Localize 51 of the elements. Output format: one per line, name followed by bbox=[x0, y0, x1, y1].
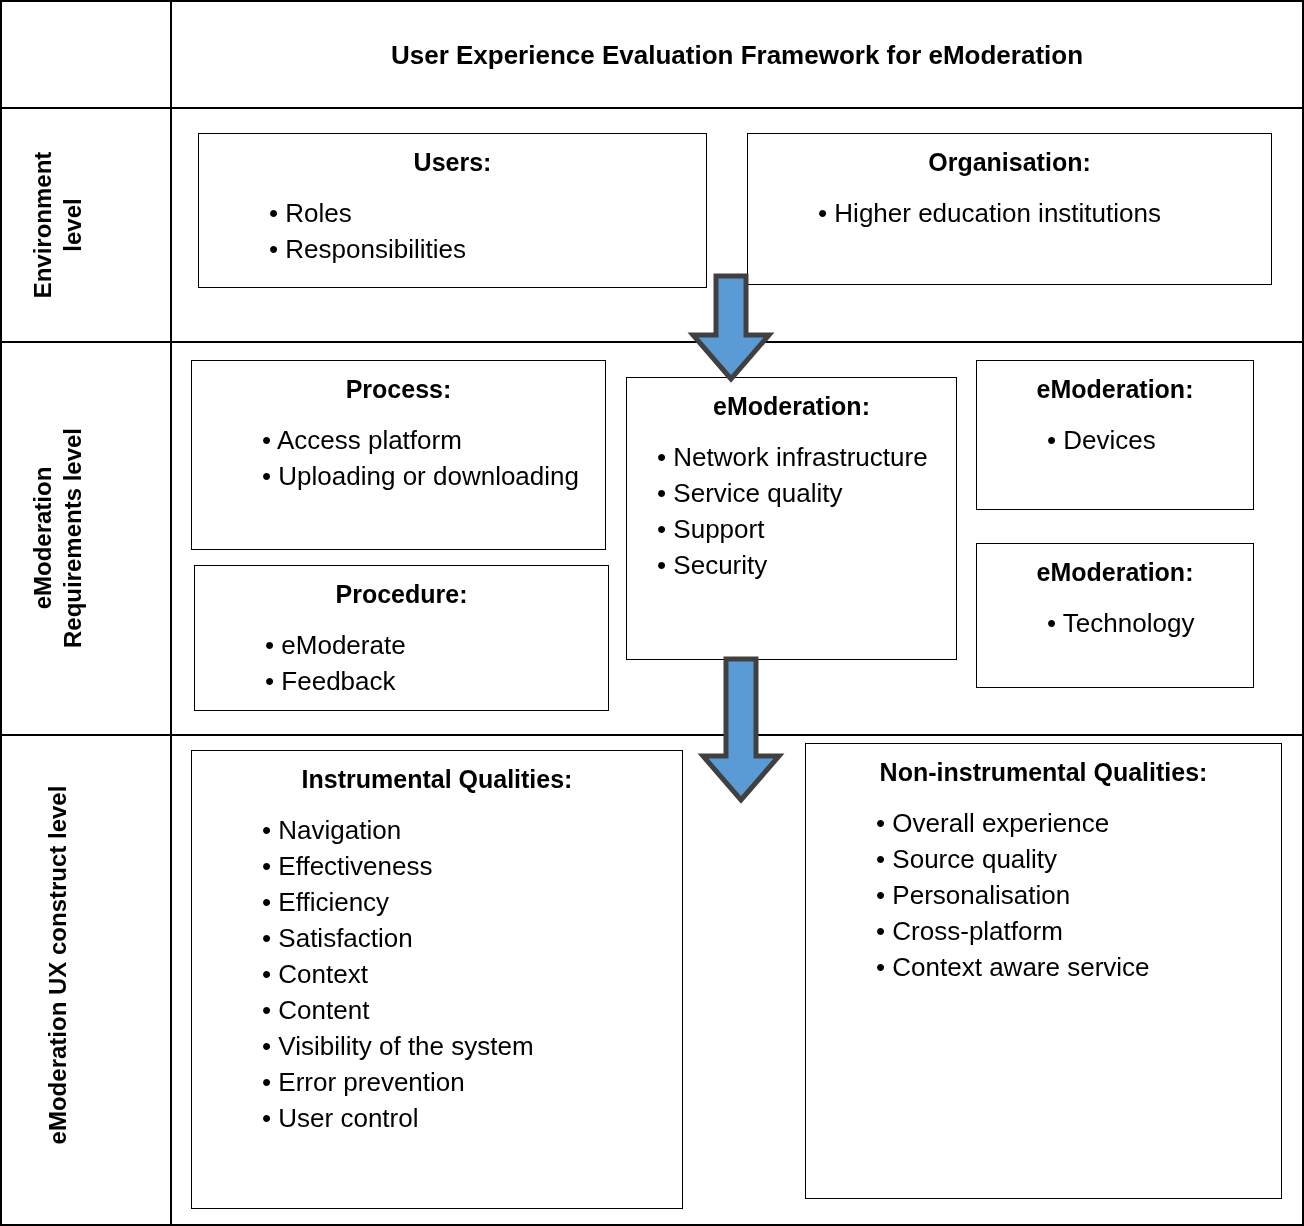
list-item: • Overall experience bbox=[876, 807, 1111, 840]
box-heading: Organisation: bbox=[927, 148, 1092, 177]
content-box bbox=[805, 743, 1282, 1199]
list-item: • Access platform bbox=[262, 424, 463, 457]
content-box bbox=[191, 750, 683, 1209]
list-item: • Technology bbox=[1047, 607, 1196, 640]
box-heading: eModeration: bbox=[1035, 558, 1195, 587]
list-item: • eModerate bbox=[265, 629, 407, 662]
row-label: Environment level bbox=[28, 150, 87, 301]
list-item: • Higher education institutions bbox=[818, 197, 1162, 230]
box-heading: eModeration: bbox=[1035, 375, 1195, 404]
list-item: • Roles bbox=[269, 197, 353, 230]
list-item: • Devices bbox=[1047, 424, 1157, 457]
list-item: • Error prevention bbox=[262, 1066, 466, 1099]
list-item: • Responsibilities bbox=[269, 233, 467, 266]
row-label: eModeration UX construct level bbox=[43, 784, 72, 1147]
box-heading: Users: bbox=[412, 148, 493, 177]
box-heading: Procedure: bbox=[334, 580, 469, 609]
list-item: • Service quality bbox=[657, 477, 844, 510]
list-item: • Navigation bbox=[262, 814, 403, 847]
content-box bbox=[198, 133, 707, 288]
list-item: • Context bbox=[262, 958, 369, 991]
list-item: • Efficiency bbox=[262, 886, 391, 919]
list-item: • User control bbox=[262, 1102, 420, 1135]
list-item: • Personalisation bbox=[876, 879, 1072, 912]
content-box bbox=[976, 360, 1254, 510]
list-item: • Context aware service bbox=[876, 951, 1151, 984]
list-item: • Cross-platform bbox=[876, 915, 1064, 948]
list-item: • Uploading or downloading bbox=[262, 460, 580, 493]
content-box bbox=[976, 543, 1254, 688]
box-heading: Non-instrumental Qualities: bbox=[878, 758, 1209, 787]
list-item: • Security bbox=[657, 549, 769, 582]
list-item: • Visibility of the system bbox=[262, 1030, 535, 1063]
content-box bbox=[747, 133, 1272, 285]
list-item: • Content bbox=[262, 994, 371, 1027]
content-box bbox=[194, 565, 609, 711]
content-box bbox=[191, 360, 606, 550]
list-item: • Feedback bbox=[265, 665, 397, 698]
box-heading: Instrumental Qualities: bbox=[300, 765, 574, 794]
diagram-title: User Experience Evaluation Framework for eModeration bbox=[389, 40, 1085, 71]
block-arrow bbox=[697, 656, 785, 804]
list-item: • Effectiveness bbox=[262, 850, 434, 883]
content-box bbox=[626, 377, 957, 660]
list-item: • Source quality bbox=[876, 843, 1059, 876]
list-item: • Network infrastructure bbox=[657, 441, 929, 474]
list-item: • Support bbox=[657, 513, 766, 546]
box-heading: eModeration: bbox=[712, 392, 871, 421]
row-label: eModeration Requirements level bbox=[28, 426, 87, 651]
block-arrow bbox=[687, 273, 775, 383]
list-item: • Satisfaction bbox=[262, 922, 414, 955]
box-heading: Process: bbox=[344, 375, 453, 404]
